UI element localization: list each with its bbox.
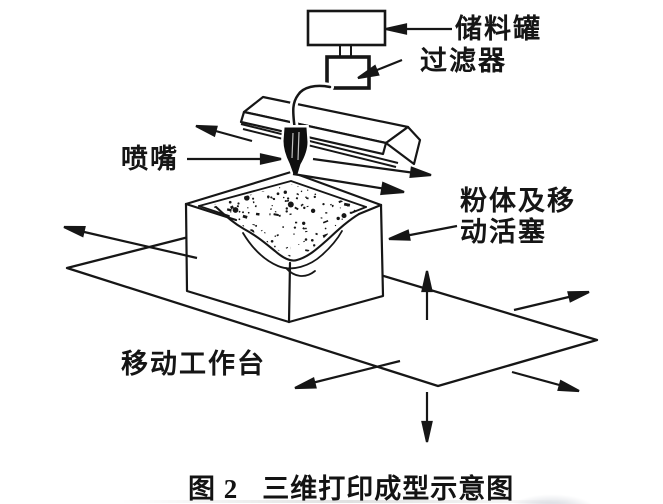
label-filter: 过滤器 (420, 46, 507, 76)
cutaway-waves (214, 205, 361, 277)
filter-label-arrow (357, 58, 403, 80)
powder-piston-label-arrow (388, 224, 458, 241)
storage-tank-shape (306, 9, 387, 47)
tank-filter-connector (339, 45, 352, 57)
motion-arrows (63, 124, 590, 443)
scan-smudge (508, 494, 596, 504)
platform-arrow-up (421, 270, 433, 320)
filter-shape (325, 55, 371, 90)
figure-caption-title: 三维打印成型示意图 (262, 474, 515, 504)
rail-arrow-up-left (195, 124, 253, 143)
figure-caption-number: 图 2 (188, 474, 239, 504)
gantry-rail (239, 95, 422, 168)
label-powder-piston-line2: 动活塞 (460, 217, 547, 247)
rail-arrow-down-right-upper (312, 157, 432, 179)
figure-caption: 图 2 三维打印成型示意图 (188, 467, 514, 504)
label-nozzle: 喷嘴 (121, 144, 179, 174)
label-worktable: 移动工作台 (121, 349, 266, 379)
label-arrows (187, 23, 458, 241)
feed-tube (291, 84, 332, 133)
platform-arrow-up-right (513, 290, 590, 312)
nozzle-label-arrow (187, 153, 282, 165)
label-storage-tank: 储料罐 (455, 14, 542, 44)
platform-arrow-down-right (511, 370, 580, 393)
print-nozzle (280, 125, 311, 178)
platform-arrow-down (421, 392, 433, 443)
platform-arrow-down-left (294, 359, 401, 390)
label-powder-piston-line1: 粉体及移 (460, 186, 576, 216)
tank-label-arrow (385, 23, 452, 35)
platform-arrow-up-left (63, 225, 198, 260)
powder-box (184, 170, 385, 324)
rail-arrow-down-right-lower (292, 172, 405, 196)
scan-line-artifact (120, 500, 580, 503)
label-powder-piston: 粉体及移 动活塞 (460, 186, 576, 248)
